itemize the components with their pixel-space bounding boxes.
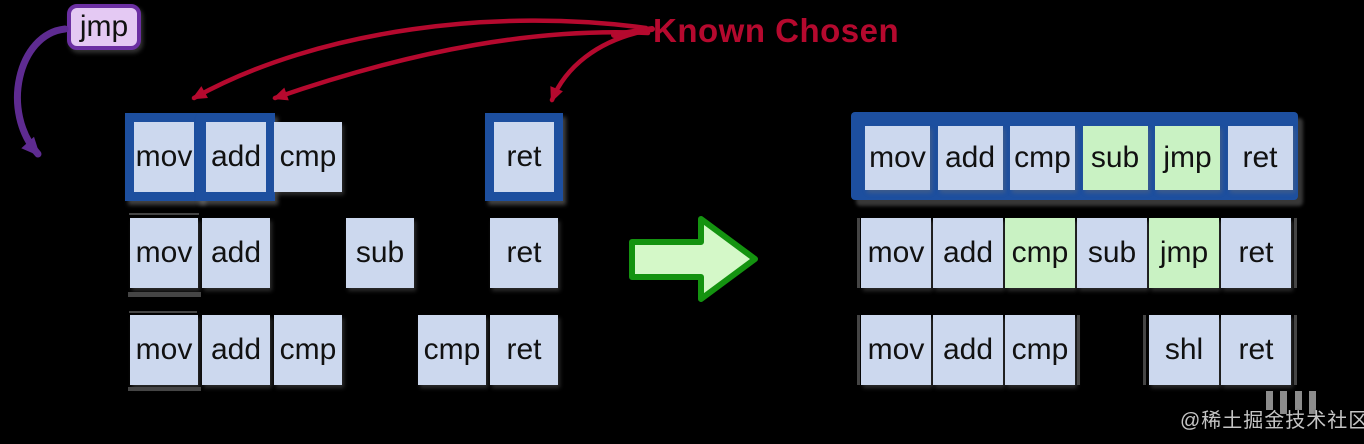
stray-mark xyxy=(1077,315,1080,385)
watermark: @稀土掘金技术社区 xyxy=(1180,410,1364,432)
annotation-pointer-arrows xyxy=(191,18,655,103)
instruction-box-ret: ret xyxy=(485,113,563,201)
stray-mark xyxy=(1143,315,1146,385)
instruction-box-cmp: cmp xyxy=(1010,126,1075,190)
instruction-box-cmp: cmp xyxy=(274,315,342,385)
right-arrow-icon xyxy=(629,216,758,302)
stray-mark xyxy=(129,213,199,215)
instruction-box-ret: ret xyxy=(1227,126,1293,190)
instruction-box-jmp: jmp xyxy=(1149,218,1219,288)
instruction-box-shl: shl xyxy=(1149,315,1219,385)
watermark-mark xyxy=(1309,391,1316,414)
known-chosen-label: Known Chosen xyxy=(653,12,900,49)
stray-mark xyxy=(1294,218,1297,288)
instruction-box-sub: sub xyxy=(1077,218,1147,288)
instruction-box-sub: sub xyxy=(346,218,414,288)
stray-mark xyxy=(1294,315,1297,385)
instruction-box-cmp: cmp xyxy=(1005,315,1075,385)
jmp-badge: jmp xyxy=(67,4,141,50)
stray-mark xyxy=(857,315,860,385)
jump-back-arrow-icon xyxy=(13,25,69,158)
instruction-box-mov: mov xyxy=(861,315,931,385)
watermark-mark xyxy=(1266,391,1273,410)
instruction-box-cmp: cmp xyxy=(274,122,342,192)
instruction-box-cmp: cmp xyxy=(1005,218,1075,288)
stray-mark xyxy=(128,387,201,391)
instruction-box-add: add xyxy=(202,218,270,288)
instruction-box-ret: ret xyxy=(490,315,558,385)
instruction-box-mov: mov xyxy=(865,126,930,190)
instruction-box-ret: ret xyxy=(1221,315,1291,385)
instruction-box-add: add xyxy=(937,126,1003,190)
instruction-box-mov: mov xyxy=(130,315,198,385)
instruction-box-sub: sub xyxy=(1082,126,1148,190)
instruction-box-mov: mov xyxy=(125,113,203,201)
instruction-box-add: add xyxy=(202,315,270,385)
instruction-box-jmp: jmp xyxy=(1155,126,1220,190)
watermark-mark xyxy=(1295,391,1302,410)
instruction-box-mov: mov xyxy=(130,218,198,288)
instruction-box-mov: mov xyxy=(861,218,931,288)
instruction-box-add: add xyxy=(933,218,1003,288)
stray-mark xyxy=(857,218,860,288)
instruction-box-add: add xyxy=(197,113,275,201)
instruction-box-add: add xyxy=(933,315,1003,385)
instruction-box-cmp: cmp xyxy=(418,315,486,385)
stray-mark xyxy=(128,292,201,297)
watermark-mark xyxy=(1280,391,1287,414)
instruction-box-ret: ret xyxy=(1221,218,1291,288)
instruction-box-ret: ret xyxy=(490,218,558,288)
stray-mark xyxy=(129,311,197,313)
